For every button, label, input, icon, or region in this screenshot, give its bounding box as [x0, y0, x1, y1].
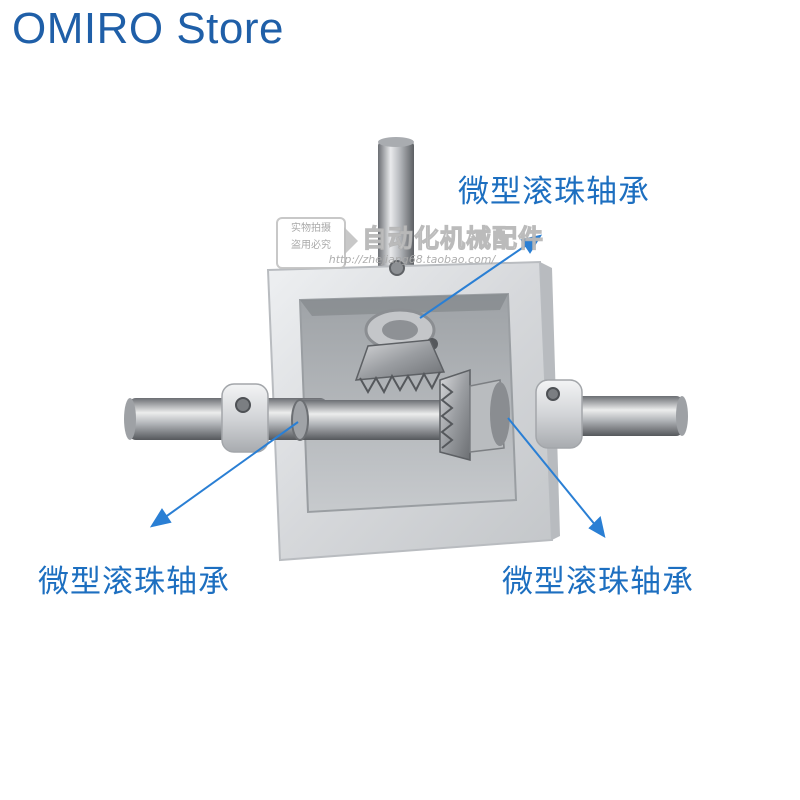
watermark-text: 自动化机械配件: [361, 224, 545, 254]
watermark-arrow-icon: [344, 227, 358, 255]
bearing-label-top: 微型滚珠轴承: [458, 174, 650, 210]
vertical-bevel-gear: [354, 339, 446, 395]
watermark: 实物拍摄 盗用必究 自动化机械配件 http://zhejiang68.taob…: [276, 217, 548, 271]
store-title: OMIRO Store: [12, 4, 284, 53]
pointer-arrows: [149, 234, 606, 538]
watermark-stamp: 实物拍摄 盗用必究: [276, 217, 346, 269]
left-inner-bearing: [291, 399, 309, 441]
watermark-url: http://zhejiang68.taobao.com/: [328, 253, 496, 266]
left-collar: [221, 383, 269, 453]
bearing-label-right: 微型滚珠轴承: [502, 564, 694, 600]
top-shaft: [378, 140, 414, 280]
horizontal-bevel-gear: [439, 368, 510, 461]
bearing-label-left: 微型滚珠轴承: [38, 564, 230, 600]
right-collar: [535, 379, 583, 449]
